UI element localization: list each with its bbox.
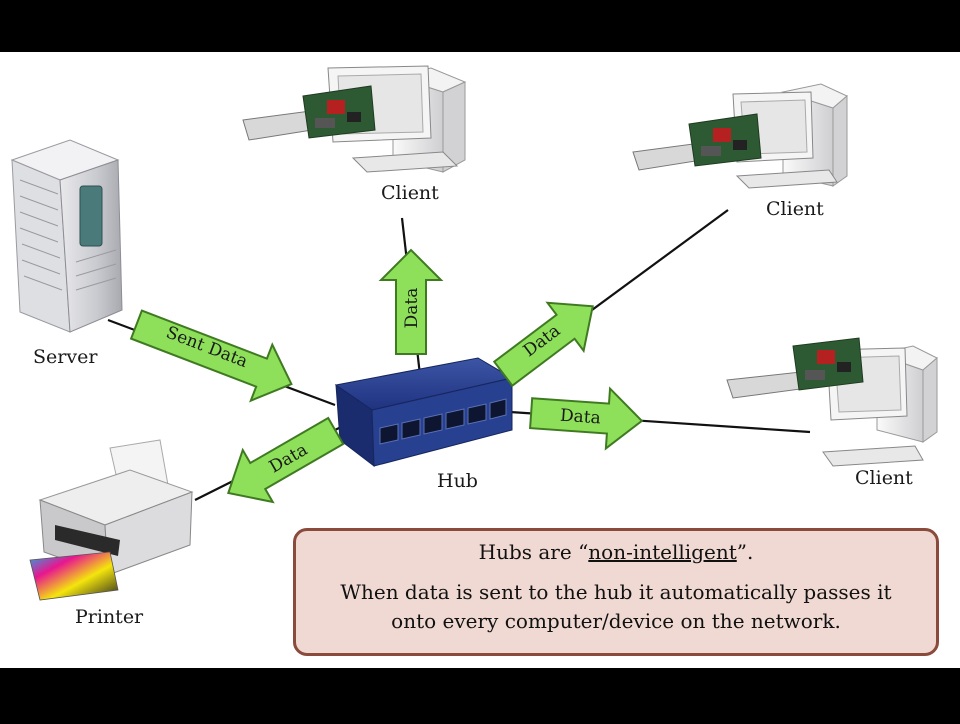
client-top-label: Client	[381, 182, 439, 204]
data-arrow-to-client-right-bottom	[529, 386, 644, 451]
client-right-bottom-label: Client	[855, 467, 913, 489]
sent-data-arrow	[129, 309, 293, 403]
note-line-2: When data is sent to the hub it automati…	[340, 580, 892, 604]
note-emphasis: non-intelligent	[588, 540, 737, 564]
data-arrow-to-client-top	[378, 248, 444, 355]
server-label: Server	[33, 346, 98, 368]
client-right-top-label: Client	[766, 198, 824, 220]
info-note-box: Hubs are “non-intelligent”. When data is…	[293, 528, 939, 656]
note-body: When data is sent to the hub it automati…	[296, 578, 936, 636]
hub-label: Hub	[437, 470, 478, 492]
server-icon	[10, 139, 123, 333]
note-line-1: Hubs are “non-intelligent”.	[296, 540, 936, 564]
printer-label: Printer	[75, 606, 144, 628]
note-prefix: Hubs are “	[478, 540, 589, 564]
client-computer-right-bottom-icon	[726, 337, 938, 467]
note-suffix: ”.	[736, 540, 754, 564]
printer-icon	[29, 439, 194, 601]
client-computer-top-icon	[242, 65, 467, 173]
client-computer-right-top-icon	[632, 83, 848, 189]
note-line-3: onto every computer/device on the networ…	[391, 609, 841, 633]
data-arrow-to-client-right-top	[492, 301, 594, 388]
data-arrow-to-printer	[226, 416, 345, 504]
hub-icon	[334, 357, 514, 468]
data-arrows	[129, 248, 644, 504]
data-label-client-top: Data	[402, 288, 422, 329]
data-label-client-right-bottom: Data	[559, 406, 601, 429]
